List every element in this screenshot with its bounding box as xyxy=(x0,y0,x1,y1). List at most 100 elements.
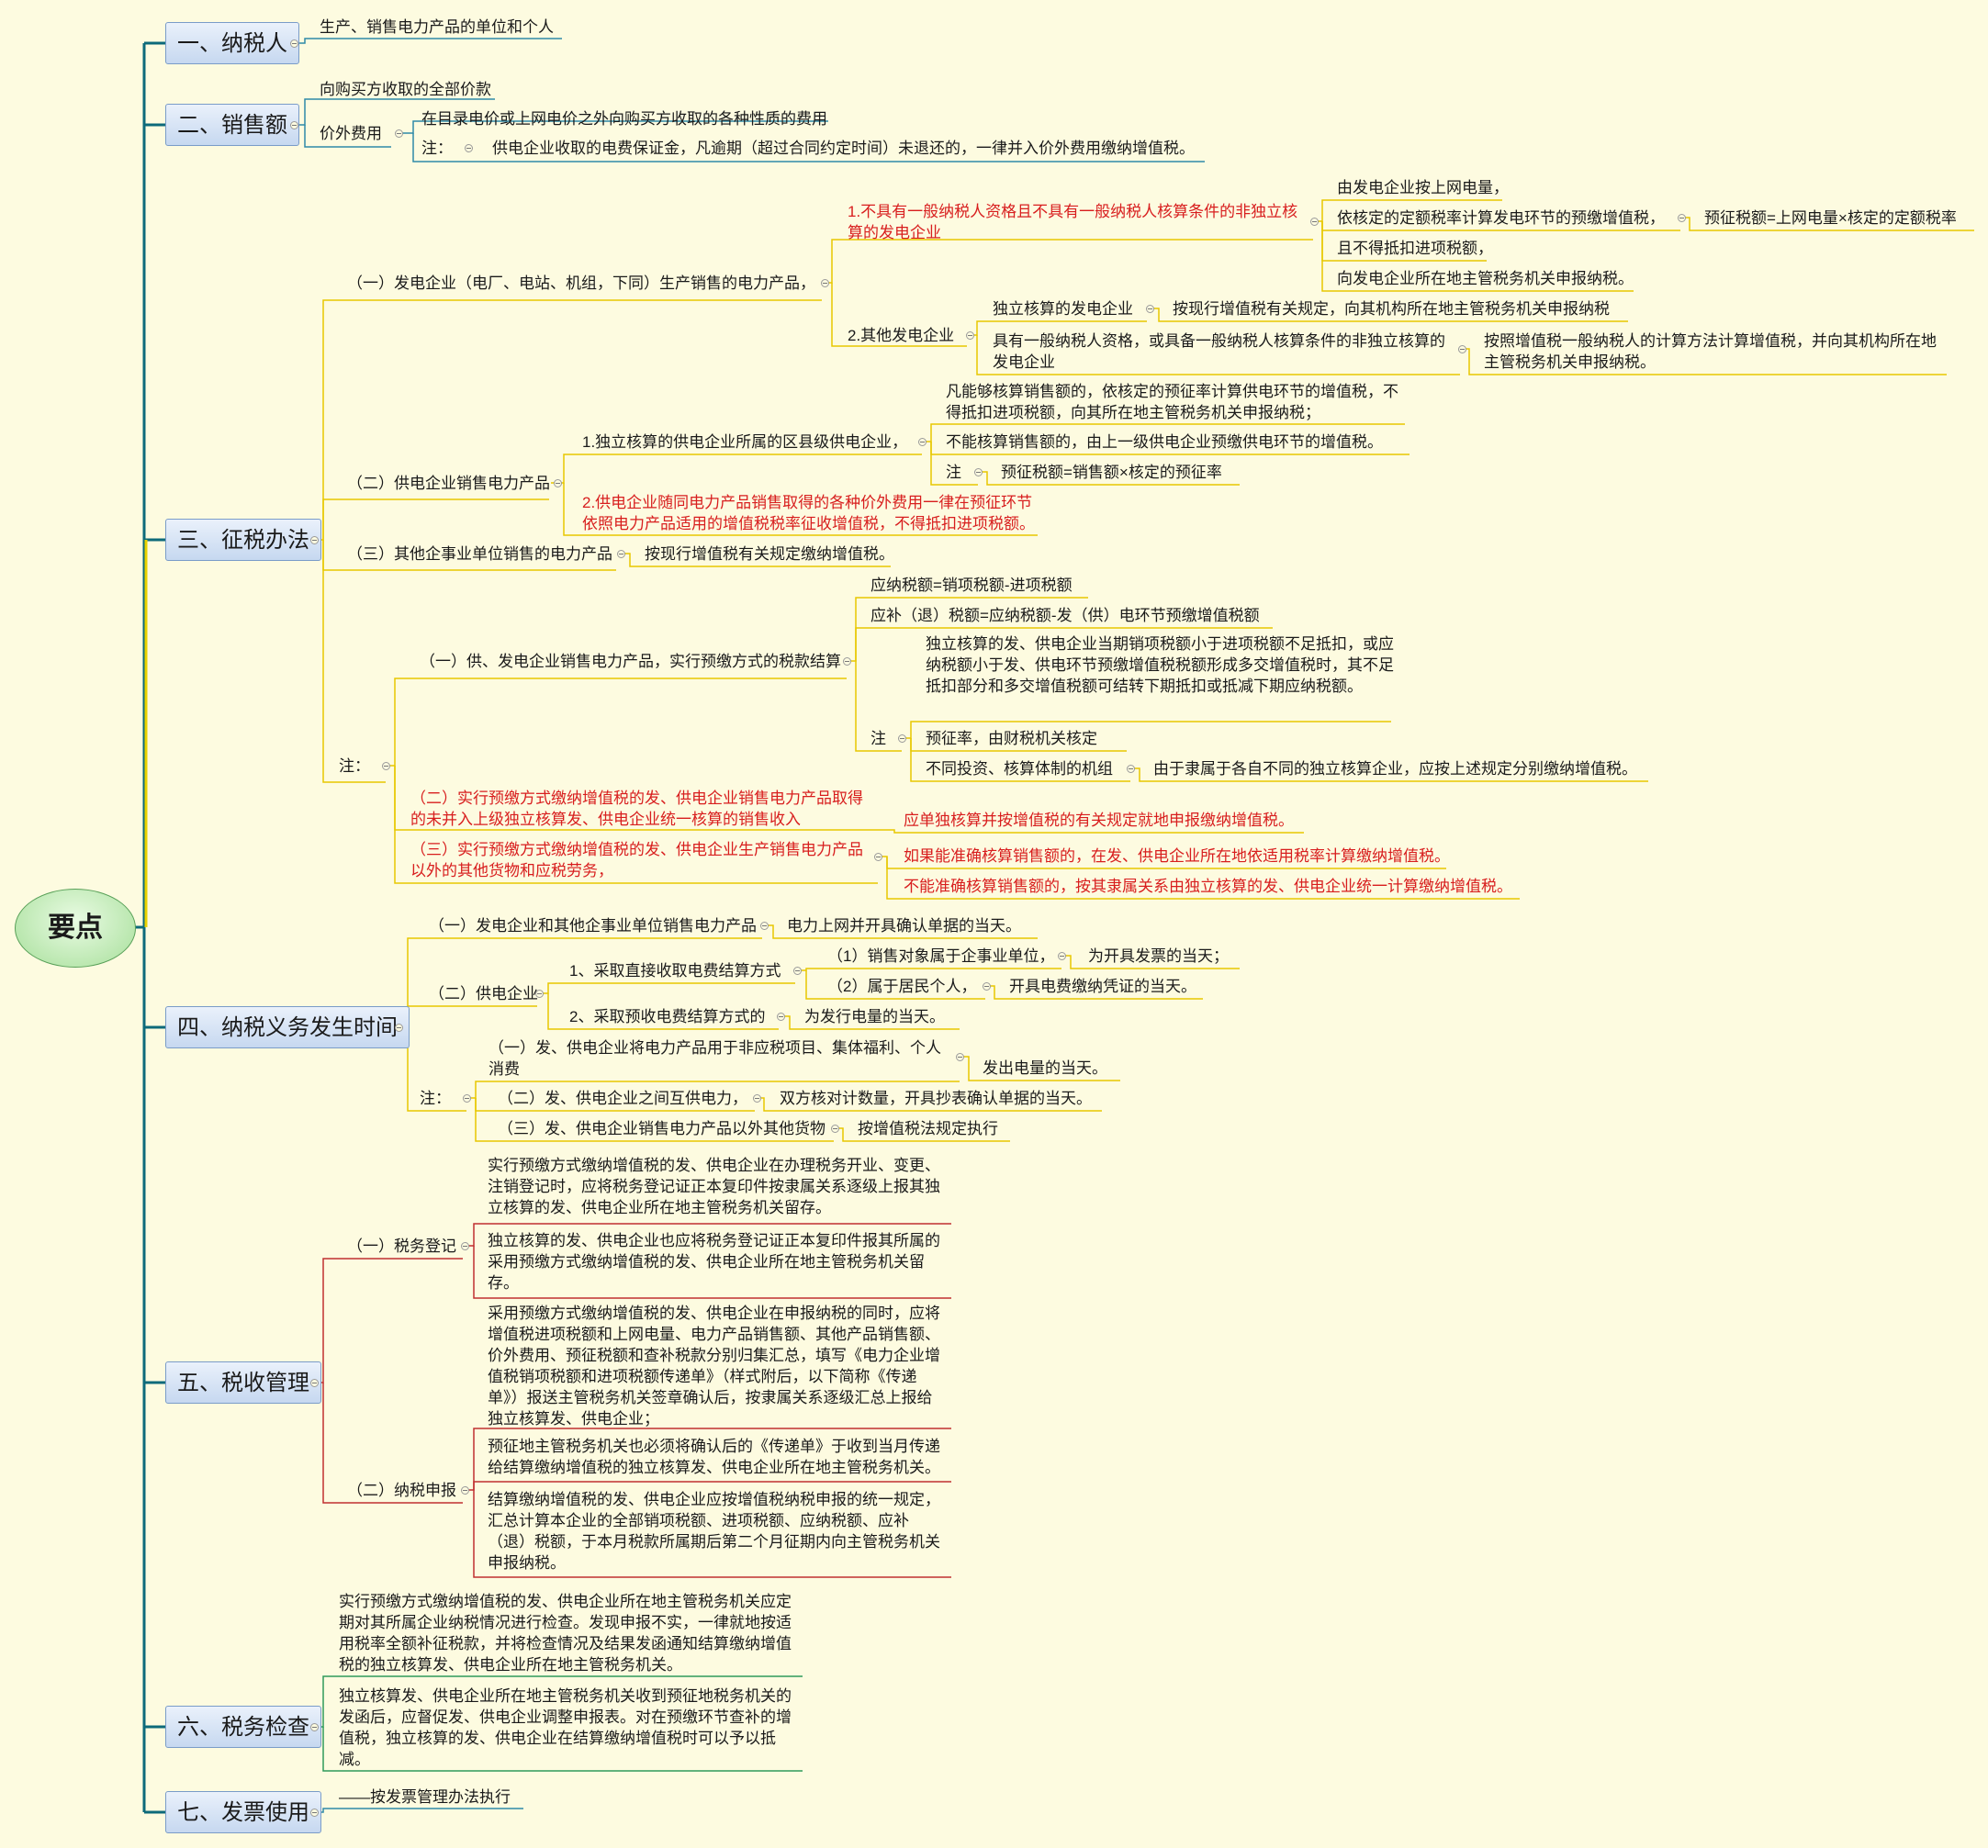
branch-collection-method[interactable]: 三、征税办法 xyxy=(165,519,321,561)
connector-line xyxy=(976,335,1460,375)
connector-line xyxy=(304,125,391,148)
collapse-toggle[interactable] xyxy=(382,762,390,770)
collapse-toggle[interactable] xyxy=(831,1125,839,1133)
collapse-toggle[interactable] xyxy=(843,657,851,666)
connector-line xyxy=(473,1490,951,1578)
node-county-supply: 1.独立核算的供电企业所属的区县级供电企业， xyxy=(582,433,908,451)
connector-line xyxy=(910,738,1130,782)
node-independent-gen: 独立核算的发电企业 xyxy=(993,300,1133,318)
collapse-toggle[interactable] xyxy=(1458,345,1466,353)
node-supply-extra-fees: 2.供电企业随同电力产品销售取得的各种价外费用一律在预征环节依照电力产品适用的增… xyxy=(582,494,1035,532)
connector-line xyxy=(621,553,891,567)
connector-line xyxy=(551,454,922,484)
collapse-toggle[interactable] xyxy=(1127,765,1135,773)
node-by-grid-volume: 由发电企业按上网电量， xyxy=(1337,179,1509,196)
node-tax-filing: （二）纳税申报 xyxy=(347,1482,456,1499)
collapse-toggle[interactable] xyxy=(461,1486,469,1495)
collapse-toggle[interactable] xyxy=(821,279,829,287)
collapse-toggle[interactable] xyxy=(310,1379,319,1387)
node-deposit-rule: 供电企业收取的电费保证金，凡逾期（超过合同约定时间）未退还的，一律并入价外费用缴… xyxy=(492,140,1195,157)
node-general-qualified: 具有一般纳税人资格，或具备一般纳税人核算条件的非独立核算的发电企业 xyxy=(993,332,1445,371)
collapse-toggle[interactable] xyxy=(554,479,562,487)
root-node[interactable]: 要点 xyxy=(15,889,136,968)
connector-line xyxy=(1130,767,1648,782)
node-registration-report: 实行预缴方式缴纳增值税的发、供电企业在办理税务开业、变更、注销登记时，应将税务登… xyxy=(488,1157,940,1216)
node-tax-registration: （一）税务登记 xyxy=(347,1238,456,1255)
connector-line xyxy=(563,483,1038,536)
collapse-toggle[interactable] xyxy=(461,1242,469,1250)
node-grid-confirm: 电力上网并开具确认单据的当天。 xyxy=(787,917,1021,935)
collapse-toggle[interactable] xyxy=(290,121,298,129)
node-prepaid-collection: 2、采取预收电费结算方式的 xyxy=(569,1008,766,1025)
connector-line xyxy=(930,442,978,486)
node-self-use: （一）发、供电企业将电力产品用于非应税项目、集体福利、个人消费 xyxy=(489,1039,941,1078)
collapse-toggle[interactable] xyxy=(310,1809,319,1817)
connector-line xyxy=(473,1481,951,1490)
collapse-toggle[interactable] xyxy=(760,922,769,930)
collapse-toggle[interactable] xyxy=(793,967,802,975)
branch-invoice-use[interactable]: 七、发票使用 xyxy=(165,1791,321,1833)
node-rate-approval: 预征率，由财税机关核定 xyxy=(926,730,1097,747)
node-unmerged-revenue: （二）实行预缴方式缴纳增值税的发、供电企业销售电力产品取得的未并入上级独立核算发… xyxy=(410,790,863,828)
node-gen-units-sales: （一）发电企业和其他企事业单位销售电力产品 xyxy=(429,917,757,935)
connector-line xyxy=(1061,955,1240,969)
collapse-toggle[interactable] xyxy=(974,468,983,476)
collapse-toggle[interactable] xyxy=(617,550,625,558)
connector-line xyxy=(322,1727,803,1772)
node-registration-copy: 独立核算的发、供电企业也应将税务登记证正本复印件报其所属的采用预缴方式缴纳增值税… xyxy=(488,1232,940,1292)
branch-tax-obligation-time[interactable]: 四、纳税义务发生时间 xyxy=(165,1006,410,1048)
connector-line xyxy=(407,1027,466,1112)
node-vat-law: 按增值税法规定执行 xyxy=(858,1120,998,1137)
branch-tax-inspection[interactable]: 六、税务检查 xyxy=(165,1706,321,1748)
collapse-toggle[interactable] xyxy=(465,144,473,152)
collapse-toggle[interactable] xyxy=(310,536,319,544)
node-inaccurate-sales: 不能准确核算销售额的，按其隶属关系由独立核算的发、供电企业统一计算缴纳增值税。 xyxy=(904,878,1512,895)
node-other-units: （三）其他企事业单位销售的电力产品 xyxy=(347,545,612,563)
collapse-toggle[interactable] xyxy=(956,1053,964,1061)
collapse-toggle[interactable] xyxy=(966,331,974,340)
connector-line xyxy=(294,38,562,44)
node-inspection-local: 实行预缴方式缴纳增值税的发、供电企业所在地主管税务机关应定期对其所属企业纳税情况… xyxy=(339,1593,792,1674)
node-taxpayer-desc: 生产、销售电力产品的单位和个人 xyxy=(320,18,554,36)
node-enterprise-buyer: （1）销售对象属于企事业单位， xyxy=(827,947,1055,965)
node-resident-buyer: （2）属于居民个人， xyxy=(827,978,977,995)
node-settlement-note: 注 xyxy=(870,730,886,747)
connector-line xyxy=(805,970,985,1000)
collapse-toggle[interactable] xyxy=(395,129,403,138)
collapse-toggle[interactable] xyxy=(310,1723,319,1731)
node-prepaid-formula: 预征税额=上网电量×核定的定额税率 xyxy=(1704,209,1957,227)
node-invoice-rule: ——按发票管理办法执行 xyxy=(339,1788,511,1806)
branch-taxpayer[interactable]: 一、纳税人 xyxy=(165,22,299,64)
collapse-toggle[interactable] xyxy=(874,853,882,861)
collapse-toggle[interactable] xyxy=(463,1094,471,1103)
collapse-toggle[interactable] xyxy=(753,1094,761,1103)
collapse-toggle[interactable] xyxy=(1146,305,1154,313)
collapse-toggle[interactable] xyxy=(395,1024,403,1032)
connector-line xyxy=(475,1098,834,1142)
connector-line xyxy=(465,1223,951,1247)
connector-line xyxy=(886,857,1520,900)
node-accurate-sales: 如果能准确核算销售额的，在发、供电企业所在地依适用税率计算缴纳增值税。 xyxy=(904,847,1450,865)
collapse-toggle[interactable] xyxy=(918,438,927,446)
connector-line xyxy=(314,1258,463,1383)
node-pay-separately: 由于隶属于各自不同的独立核算企业，应按上述规定分别缴纳增值税。 xyxy=(1153,760,1637,778)
node-meter-confirm: 双方核对计数量，开具抄表确认单据的当天。 xyxy=(780,1090,1092,1107)
connector-line xyxy=(322,1383,463,1504)
collapse-toggle[interactable] xyxy=(1058,952,1066,960)
branch-sales-amount[interactable]: 二、销售额 xyxy=(165,104,299,146)
branch-tax-management[interactable]: 五、税收管理 xyxy=(165,1361,321,1404)
collapse-toggle[interactable] xyxy=(983,982,991,991)
collapse-toggle[interactable] xyxy=(535,990,544,998)
connector-line xyxy=(831,283,967,347)
collapse-toggle[interactable] xyxy=(777,1013,785,1021)
connector-line xyxy=(922,423,1405,442)
node-extra-fees: 价外费用 xyxy=(320,125,382,142)
collapse-toggle[interactable] xyxy=(1678,214,1686,222)
collapse-toggle[interactable] xyxy=(898,734,906,743)
connector-line xyxy=(825,239,1313,284)
connector-line xyxy=(294,98,495,126)
collapse-toggle[interactable] xyxy=(1310,218,1319,226)
collapse-toggle[interactable] xyxy=(290,39,298,48)
node-other-units-rule: 按现行增值税有关规定缴纳增值税。 xyxy=(645,545,894,563)
